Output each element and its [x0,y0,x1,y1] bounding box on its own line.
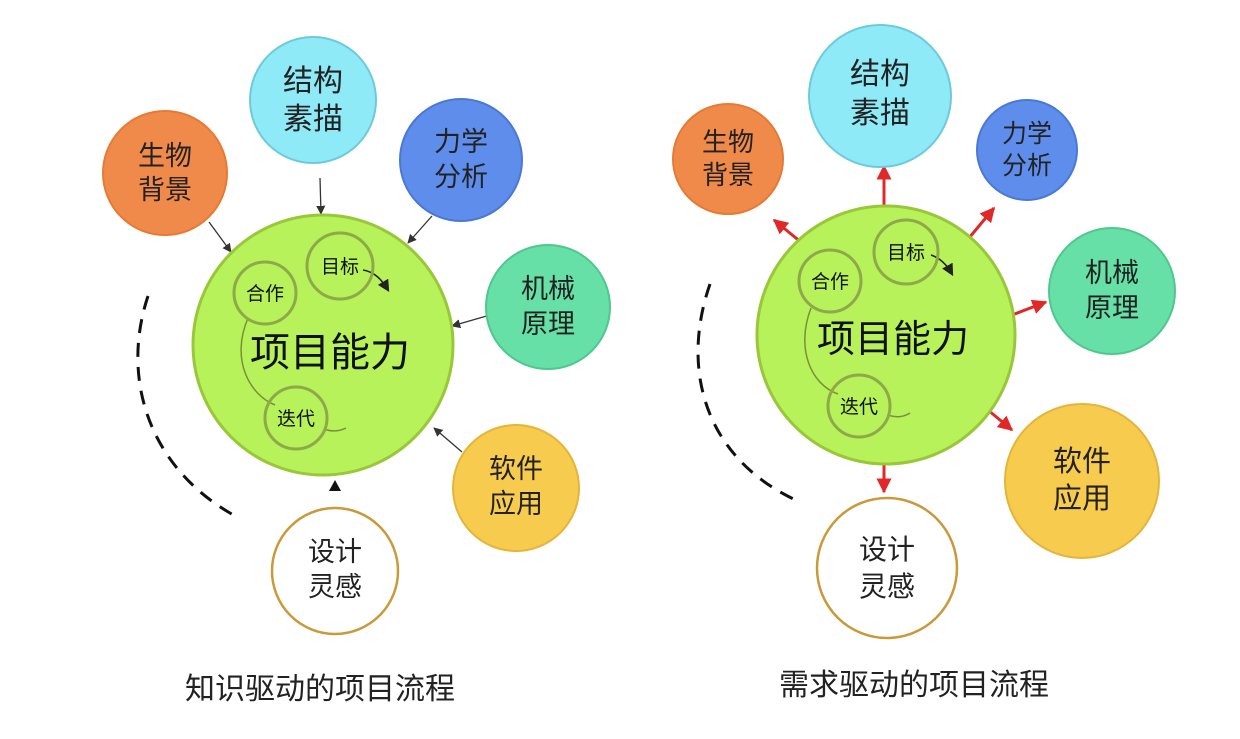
node-bio-line2: 背景 [702,161,754,191]
node-struct-line2: 素描 [850,96,910,131]
node-bio-circle [672,103,784,215]
node-mech-line2: 分析 [1002,151,1052,180]
node-mech-line2: 分析 [434,162,488,193]
node-software-circle [452,424,580,552]
node-bio-line1: 生物 [138,141,192,172]
dashed-cycle-arc [136,295,238,519]
node-mech-line1: 力学 [1002,119,1052,148]
arrow-bio-to-center [208,221,232,253]
arrow-software-to-center [433,427,463,453]
arrow-center-to-mech [967,206,996,239]
center-label: 项目能力 [250,330,410,376]
node-machine-circle [1048,227,1176,355]
arrow-machine-to-center [451,314,491,329]
inner-cycle-arrow [362,269,390,293]
node-software-line1: 软件 [1053,444,1111,478]
node-struct-line1: 结构 [850,57,910,92]
node-design-line1: 设计 [859,533,915,566]
node-struct-line1: 结构 [283,64,343,99]
iteration-circle [263,385,329,451]
cooperation-circle [797,248,863,314]
inner-cycle-arc [240,317,276,406]
goal-circle [872,218,940,286]
arrow-center-to-bio [772,218,803,245]
node-bio-line2: 背景 [138,175,192,206]
caption-knowledge: 知识驱动的项目流程 [185,672,455,707]
iteration-label: 迭代 [277,408,315,430]
node-bio-circle [102,110,228,236]
inner-cycle-arrow [930,254,954,277]
node-struct-circle [249,36,377,164]
node-machine-circle [485,244,611,370]
cooperation-label: 合作 [246,283,284,305]
cooperation-label: 合作 [811,271,849,293]
arrow-mech-to-center [407,215,433,244]
node-design-circle [815,496,959,640]
node-machine-line2: 原理 [1085,293,1139,324]
inner-cycle-arc [804,307,839,395]
caption-demand: 需求驱动的项目流程 [779,668,1049,703]
node-mech-circle [399,98,523,222]
arrow-struct-to-center [316,177,326,215]
goal-label: 目标 [887,242,925,264]
node-software-circle [1004,403,1160,559]
node-software-line2: 应用 [1053,481,1111,515]
arrow-design-to-center [329,480,341,491]
node-machine-line2: 原理 [521,309,575,340]
demand-driven-diagram: 目标 合作 迭代 项目能力 生物 背景 结构 素描 力学 分析 机械 原理 软件… [672,24,1176,703]
node-software-line2: 应用 [489,489,543,520]
goal-label: 目标 [321,256,359,278]
goal-circle [305,231,375,301]
arrow-center-to-software [987,408,1014,432]
node-mech-line1: 力学 [434,127,488,158]
node-design-line1: 设计 [308,537,362,568]
center-label: 项目能力 [817,317,969,361]
node-struct-circle [808,24,952,168]
node-machine-line1: 机械 [1085,258,1139,289]
node-software-line1: 软件 [489,454,543,485]
node-mech-circle [976,99,1078,201]
dashed-cycle-arc [696,283,801,504]
arrow-center-to-machine [1011,299,1048,317]
node-design-line2: 灵感 [859,570,915,603]
node-bio-line1: 生物 [702,128,754,158]
iteration-circle [826,373,892,439]
iteration-label: 迭代 [840,396,878,418]
node-design-line2: 灵感 [308,572,362,603]
node-struct-line2: 素描 [283,102,343,137]
knowledge-driven-diagram: 目标 合作 迭代 项目能力 生物 背景 结构 素描 力学 分析 机械 原理 软件… [102,36,611,707]
node-design-circle [270,506,400,636]
cooperation-circle [232,260,298,326]
node-machine-line1: 机械 [521,274,575,305]
